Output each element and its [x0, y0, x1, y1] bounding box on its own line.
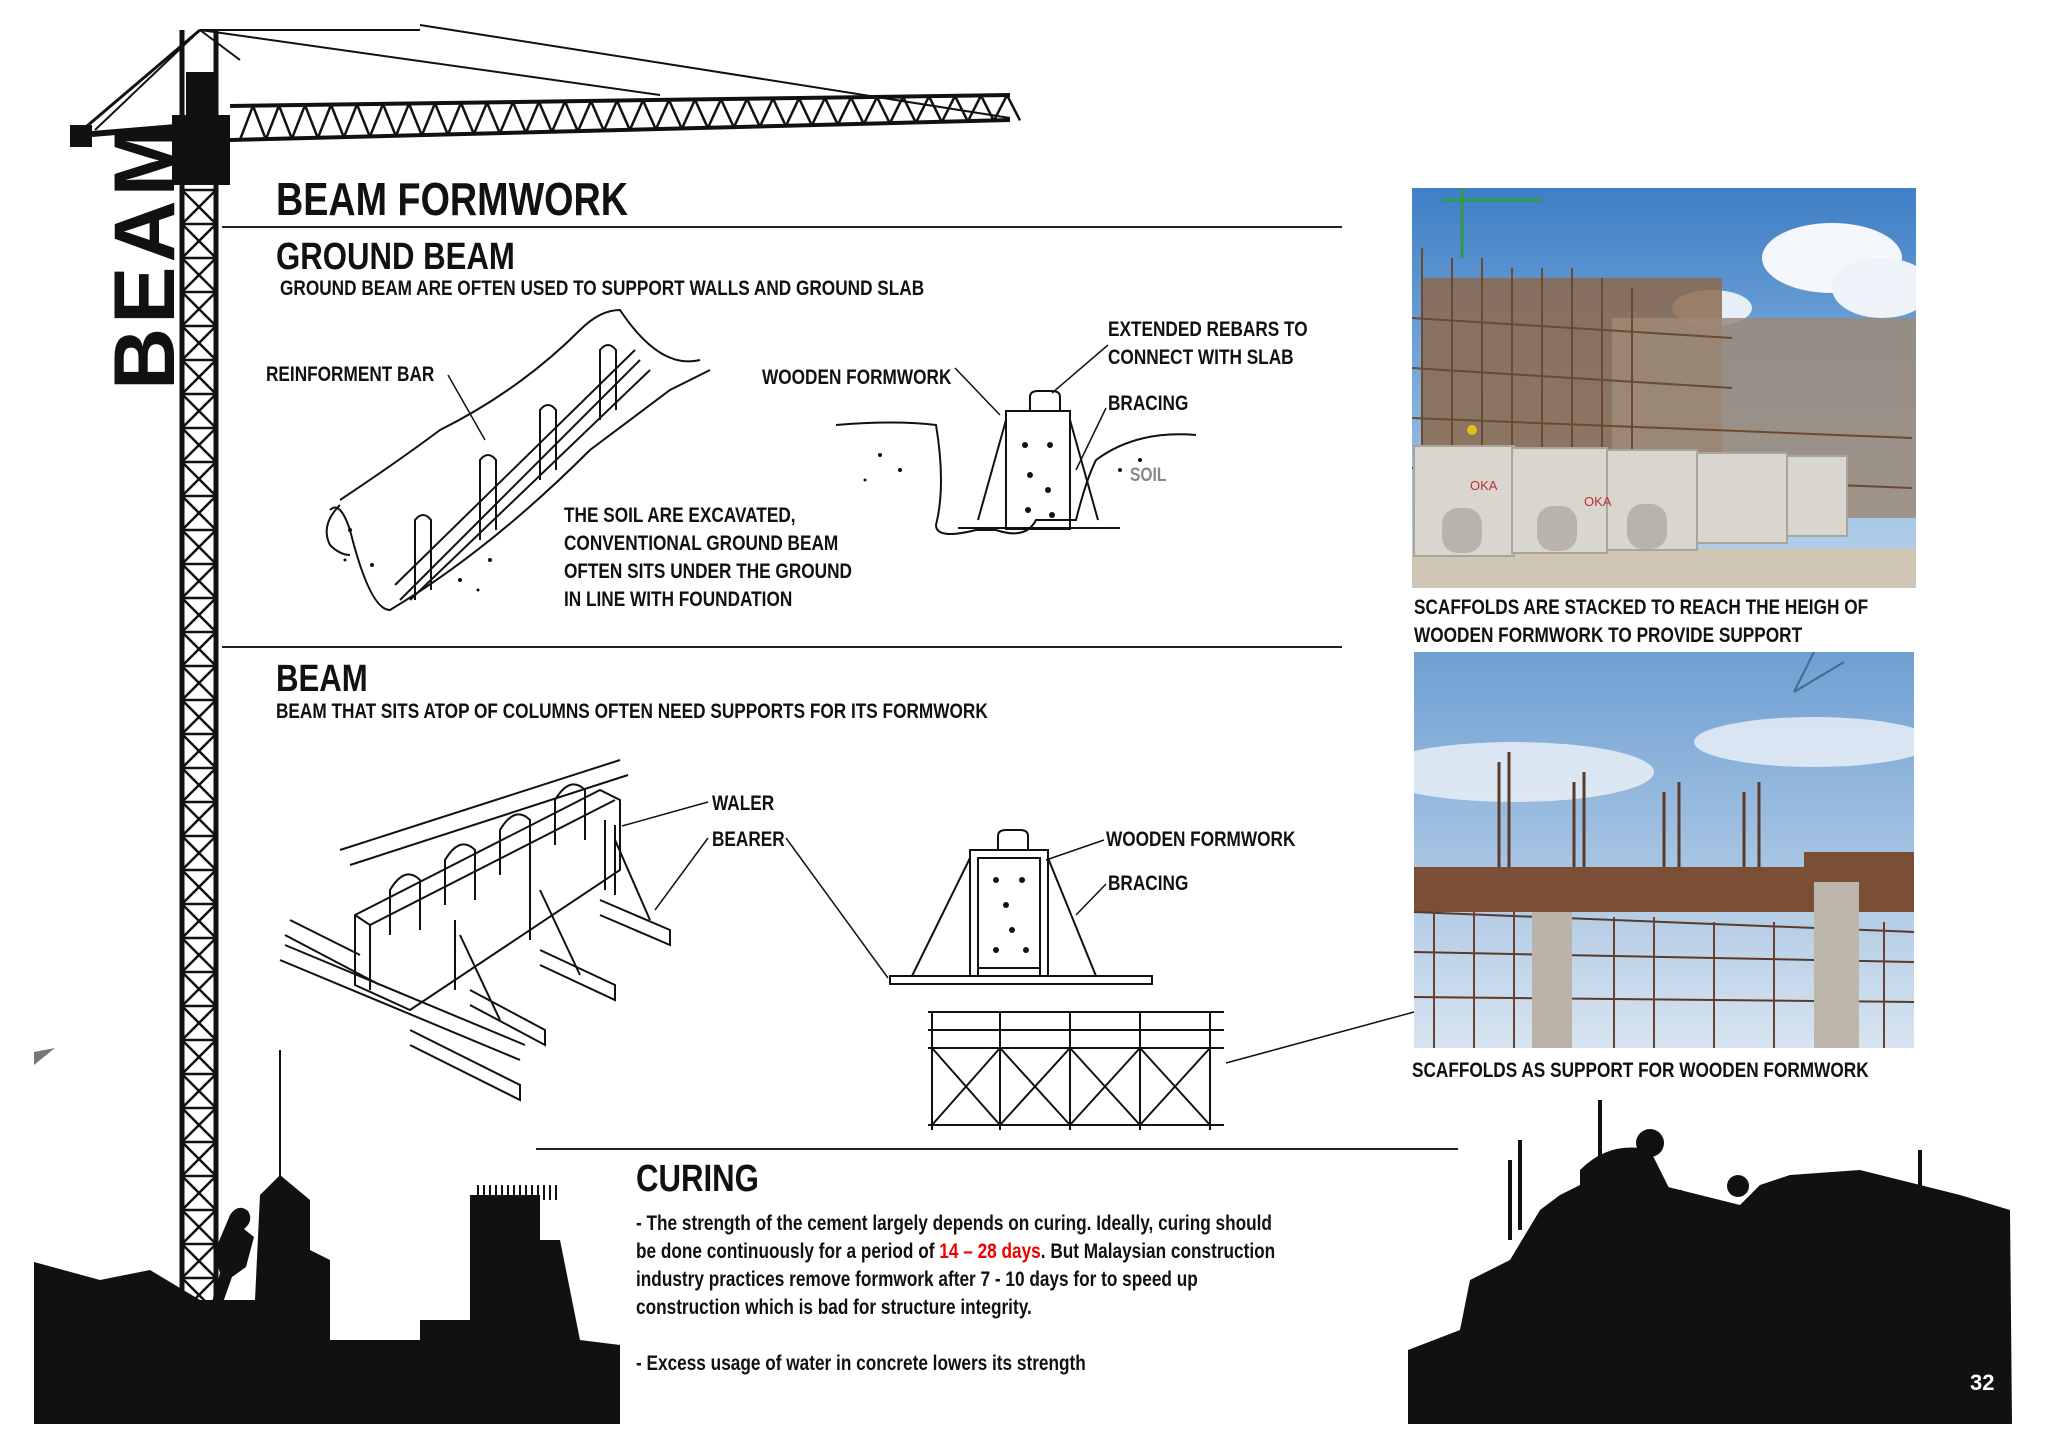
curing-line-1: - The strength of the cement largely dep… — [636, 1212, 1272, 1235]
ground-note-line3: OFTEN SITS UNDER THE GROUND — [564, 560, 852, 583]
title-divider — [222, 226, 1342, 228]
curing-paragraph-2: - Excess usage of water in concrete lowe… — [636, 1352, 1086, 1375]
ground-note-line1: THE SOIL ARE EXCAVATED, — [564, 504, 796, 527]
curing-paragraph-1: - The strength of the cement largely dep… — [636, 1210, 1276, 1322]
curing-divider — [536, 1148, 1458, 1150]
ground-bracing-label: BRACING — [1108, 392, 1189, 415]
curing-line-2: be done continuously for a period of 14 … — [636, 1238, 1276, 1266]
curing-line-3: industry practices remove formwork after… — [636, 1268, 1198, 1291]
extended-rebars-label-line1: EXTENDED REBARS TO — [1108, 318, 1308, 341]
ground-beam-heading: GROUND BEAM — [276, 236, 515, 278]
curing-line-2a: be done continuously for a period of — [636, 1240, 940, 1263]
curing-heading: CURING — [636, 1158, 759, 1200]
curing-line-4: construction which is bad for structure … — [636, 1296, 1032, 1319]
ground-wooden-formwork-label: WOODEN FORMWORK — [762, 366, 952, 389]
waler-label: WALER — [712, 792, 775, 815]
curing-line-2b: . But Malaysian construction — [1040, 1240, 1276, 1263]
block-mark-2: OKA — [1584, 494, 1612, 509]
site-photo-bottom — [1414, 652, 1914, 1048]
page-number: 32 — [1970, 1370, 1995, 1395]
curing-duration-highlight: 14 – 28 days — [939, 1240, 1041, 1263]
beam-heading: BEAM — [276, 658, 368, 700]
photo-bottom-caption: SCAFFOLDS AS SUPPORT FOR WOODEN FORMWORK — [1412, 1059, 1869, 1082]
ground-beam-subtitle: GROUND BEAM ARE OFTEN USED TO SUPPORT WA… — [280, 277, 925, 300]
site-photo-top: OKA OKA — [1412, 188, 1916, 588]
section-divider — [222, 646, 1342, 648]
page-title: BEAM FORMWORK — [276, 173, 629, 225]
bearer-label: BEARER — [712, 828, 785, 851]
photo-top-caption-line1: SCAFFOLDS ARE STACKED TO REACH THE HEIGH… — [1414, 596, 1869, 619]
ground-note-line2: CONVENTIONAL GROUND BEAM — [564, 532, 839, 555]
block-mark-1: OKA — [1470, 478, 1498, 493]
extended-rebars-label-line2: CONNECT WITH SLAB — [1108, 346, 1294, 369]
soil-label: SOIL — [1130, 465, 1167, 486]
beam-bracing-label: BRACING — [1108, 872, 1189, 895]
ground-note-line4: IN LINE WITH FOUNDATION — [564, 588, 793, 611]
photo-top-caption-line2: WOODEN FORMWORK TO PROVIDE SUPPORT — [1414, 624, 1803, 647]
beam-wooden-formwork-label: WOODEN FORMWORK — [1106, 828, 1296, 851]
reinforcement-bar-label: REINFORMENT BAR — [266, 363, 435, 386]
beam-subtitle: BEAM THAT SITS ATOP OF COLUMNS OFTEN NEE… — [276, 700, 988, 723]
